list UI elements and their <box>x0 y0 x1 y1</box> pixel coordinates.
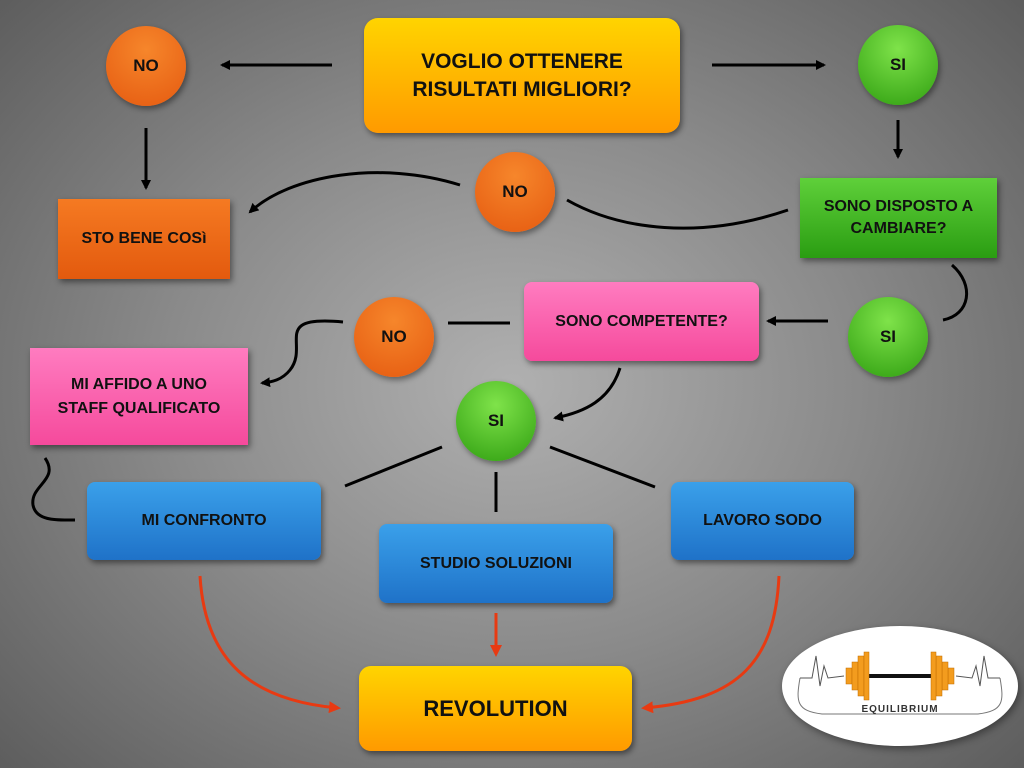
line-si3-lavoro <box>549 445 656 489</box>
arrow-confronto-revolution <box>198 575 341 714</box>
no-circle-2: NO <box>475 152 555 232</box>
disposto-box: SONO DISPOSTO A CAMBIARE? <box>800 178 997 258</box>
curve-disposto-si2 <box>942 263 969 322</box>
affido-box: MI AFFIDO A UNO STAFF QUALIFICATO <box>30 348 248 445</box>
lavoro-box: LAVORO SODO <box>671 482 854 560</box>
arrow-lavoro-revolution <box>641 575 781 714</box>
curve-affido-confronto <box>31 457 76 522</box>
studio-box: STUDIO SOLUZIONI <box>379 524 613 603</box>
si-circle-3: SI <box>456 381 536 461</box>
equilibrium-logo: EQUILIBRIUM <box>782 626 1018 746</box>
sto-bene-box: STO BENE COSì <box>58 199 230 279</box>
question-box: VOGLIO OTTENERE RISULTATI MIGLIORI? <box>364 18 680 133</box>
arrow-no2-stobene <box>248 171 461 214</box>
no-circle-1: NO <box>106 26 186 106</box>
arrow-no3-affido <box>260 319 344 388</box>
competente-box: SONO COMPETENTE? <box>524 282 759 361</box>
revolution-box: REVOLUTION <box>359 666 632 751</box>
barbell-icon <box>797 651 1003 715</box>
confronto-box: MI CONFRONTO <box>87 482 321 560</box>
line-si3-confronto <box>344 445 443 488</box>
logo-text: EQUILIBRIUM <box>861 704 939 715</box>
si-circle-1: SI <box>858 25 938 105</box>
no-circle-3: NO <box>354 297 434 377</box>
curve-disposto-no2 <box>566 198 789 230</box>
arrow-competente-si3 <box>553 367 622 422</box>
si-circle-2: SI <box>848 297 928 377</box>
